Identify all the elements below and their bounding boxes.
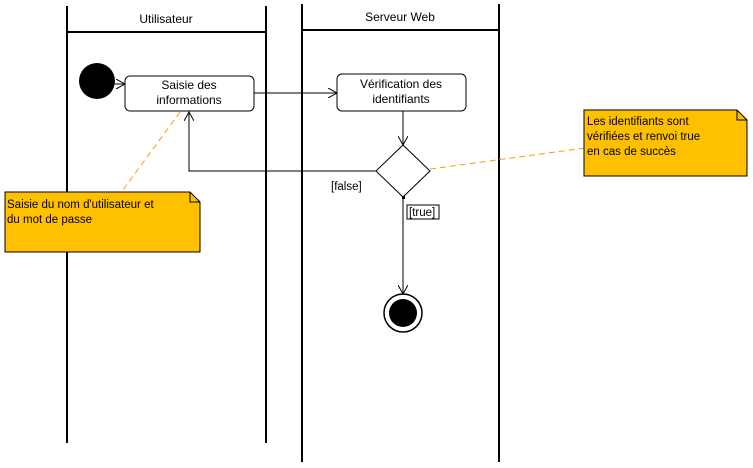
note-connector-user	[119, 111, 181, 195]
decision-node	[375, 144, 431, 198]
note-server-line: en cas de succès	[587, 146, 676, 158]
note-server-line: vérifiées et renvoi true	[587, 131, 700, 143]
swimlane-serveur-web: Serveur Web	[301, 4, 500, 462]
flow-decision-false	[189, 112, 376, 172]
activity-verification-identifiants: Vérification des identifiants	[336, 73, 467, 112]
note-server: Les identifiants sont vérifiées et renvo…	[583, 109, 748, 177]
guard-false-label: [false]	[331, 181, 362, 193]
activity-label-line: Saisie des	[161, 78, 216, 92]
note-user-line: Saisie du nom d'utilisateur et	[7, 199, 154, 211]
note-server-line: Les identifiants sont	[587, 116, 689, 128]
final-node	[389, 299, 417, 327]
activity-label-line: Vérification des	[360, 77, 442, 91]
guard-true-box	[406, 204, 440, 220]
activity-label-line: informations	[156, 93, 221, 107]
flow-start-marker	[402, 196, 405, 199]
note-connector-server	[429, 147, 586, 170]
note-user: Saisie du nom d'utilisateur et du mot de…	[4, 191, 201, 253]
swimlane-title-utilisateur: Utilisateur	[139, 12, 192, 26]
swimlane-title-serveur-web: Serveur Web	[365, 10, 435, 24]
initial-node	[79, 63, 115, 99]
guard-true-label: [true]	[409, 207, 435, 219]
note-user-line: du mot de passe	[7, 214, 92, 226]
activity-label-line: identifiants	[372, 92, 429, 106]
activity-saisie-informations: Saisie des informations	[124, 75, 255, 112]
